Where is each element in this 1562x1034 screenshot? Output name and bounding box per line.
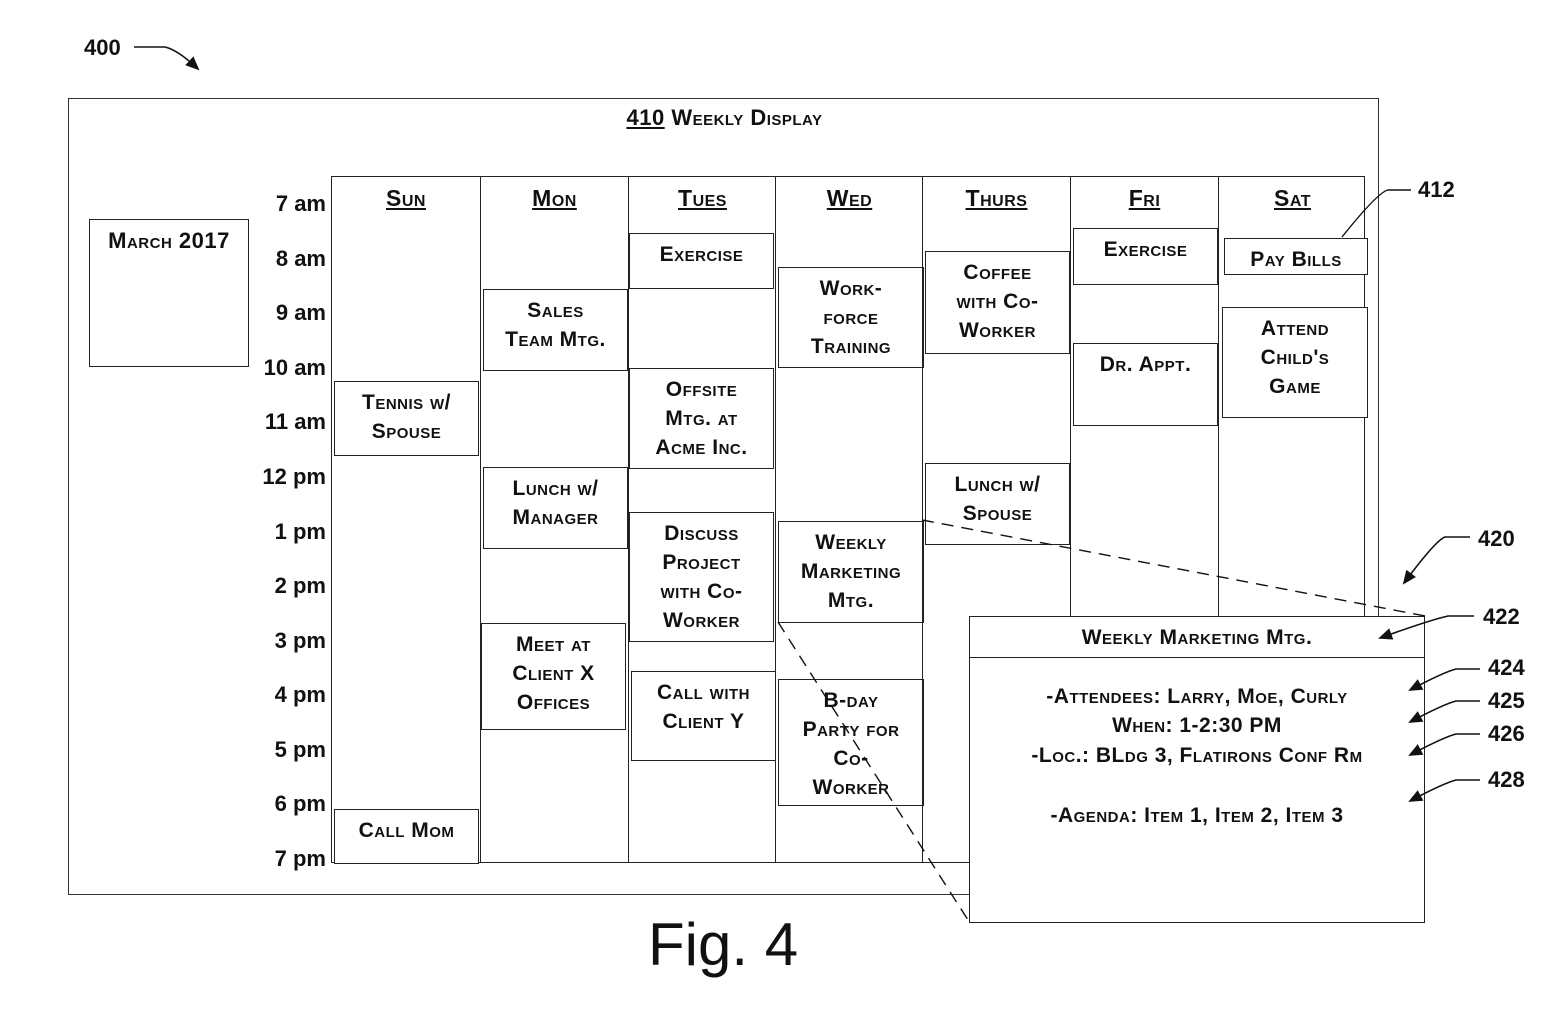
hour-label: 8 am xyxy=(275,246,326,271)
event-label: Call Mom xyxy=(358,819,455,842)
calendar-event[interactable]: Weekly Marketing Mtg. xyxy=(778,521,924,623)
calendar-event[interactable]: Coffee with Co- Worker xyxy=(925,251,1070,354)
ref-425: 425 xyxy=(1488,688,1525,713)
hour-label: 4 pm xyxy=(274,682,326,707)
popup-when: When: 1-2:30 PM xyxy=(1112,714,1282,737)
event-label: Meet at Client X Offices xyxy=(512,633,595,714)
ref-412: 412 xyxy=(1418,177,1455,202)
hour-label: 2 pm xyxy=(274,573,326,598)
event-label: Offsite Mtg. at Acme Inc. xyxy=(655,378,748,459)
ref-400: 400 xyxy=(84,35,121,60)
hour-label: 6 pm xyxy=(274,791,326,816)
figure-caption: Fig. 4 xyxy=(648,911,799,978)
hour-label: 9 am xyxy=(275,300,326,325)
calendar-event[interactable]: Exercise xyxy=(629,233,774,289)
popup-location: -Loc.: BLdg 3, Flatirons Conf Rm xyxy=(1031,744,1363,767)
calendar-event[interactable]: Exercise xyxy=(1073,228,1218,285)
calendar-event[interactable]: Dr. Appt. xyxy=(1073,343,1218,426)
hour-label: 5 pm xyxy=(274,737,326,762)
ref-426: 426 xyxy=(1488,721,1525,746)
hour-label: 7 am xyxy=(275,191,326,216)
popup-agenda: -Agenda: Item 1, Item 2, Item 3 xyxy=(1050,804,1344,827)
weekly-display-frame: 410 Weekly Display xyxy=(68,98,1379,895)
day-header[interactable]: Tues xyxy=(678,185,727,211)
event-label: B-day Party for Co- Worker xyxy=(802,689,900,799)
calendar-event[interactable]: Lunch w/ Manager xyxy=(483,467,628,549)
event-label: Lunch w/ Manager xyxy=(512,477,599,529)
month-box[interactable]: March 2017 xyxy=(89,219,249,367)
event-label: Coffee with Co- Worker xyxy=(956,261,1039,342)
event-detail-popup: Weekly Marketing Mtg. -Attendees: Larry,… xyxy=(969,616,1425,923)
ref-422: 422 xyxy=(1483,604,1520,629)
calendar-event[interactable]: B-day Party for Co- Worker xyxy=(778,679,924,806)
calendar-event[interactable]: Sales Team Mtg. xyxy=(483,289,628,371)
calendar-event[interactable]: Pay Bills xyxy=(1224,238,1368,275)
hour-label: 3 pm xyxy=(274,628,326,653)
popup-attendees: -Attendees: Larry, Moe, Curly xyxy=(1046,685,1348,708)
arrow-400 xyxy=(134,46,200,71)
calendar-event[interactable]: Lunch w/ Spouse xyxy=(925,463,1070,545)
ref-428: 428 xyxy=(1488,767,1525,792)
hour-label: 1 pm xyxy=(274,519,326,544)
hour-label: 12 pm xyxy=(262,464,326,489)
calendar-event[interactable]: Tennis w/ Spouse xyxy=(334,381,479,456)
weekly-display-ref: 410 xyxy=(626,105,665,130)
calendar-event[interactable]: Call with Client Y xyxy=(631,671,776,761)
hour-label: 7 pm xyxy=(274,846,326,871)
calendar-event[interactable]: Call Mom xyxy=(334,809,479,864)
ref-424: 424 xyxy=(1488,655,1525,680)
day-header[interactable]: Fri xyxy=(1128,185,1161,211)
calendar-event[interactable]: Offsite Mtg. at Acme Inc. xyxy=(629,368,774,469)
event-label: Attend Child's Game xyxy=(1260,317,1330,398)
event-label: Weekly Marketing Mtg. xyxy=(800,531,902,612)
hour-label: 11 am xyxy=(264,409,326,434)
month-label: March 2017 xyxy=(108,228,230,253)
day-header[interactable]: Sun xyxy=(386,185,426,211)
day-header[interactable]: Wed xyxy=(826,185,873,211)
calendar-event[interactable]: Meet at Client X Offices xyxy=(481,623,626,730)
hour-label: 10 am xyxy=(263,355,326,380)
calendar-event[interactable]: Work- force Training xyxy=(778,267,924,368)
day-header[interactable]: Sat xyxy=(1274,185,1311,211)
weekly-display-title: 410 Weekly Display xyxy=(69,105,1380,131)
event-label: Work- force Training xyxy=(810,277,892,358)
day-header[interactable]: Thurs xyxy=(965,185,1028,211)
event-label: Sales Team Mtg. xyxy=(505,299,606,351)
popup-title: Weekly Marketing Mtg. xyxy=(970,617,1424,658)
event-label: Discuss Project with Co- Worker xyxy=(660,522,743,632)
arrow-420 xyxy=(1402,536,1470,585)
calendar-event[interactable]: Attend Child's Game xyxy=(1222,307,1368,418)
event-label: Call with Client Y xyxy=(657,681,750,733)
event-label: Tennis w/ Spouse xyxy=(362,391,451,443)
day-header[interactable]: Mon xyxy=(532,185,577,211)
event-label: Lunch w/ Spouse xyxy=(954,473,1041,525)
event-label: Exercise xyxy=(659,243,744,266)
ref-420: 420 xyxy=(1478,526,1515,551)
weekly-display-title-text: Weekly Display xyxy=(671,105,823,130)
event-label: Exercise xyxy=(1103,238,1188,261)
event-label: Dr. Appt. xyxy=(1099,353,1192,376)
calendar-event[interactable]: Discuss Project with Co- Worker xyxy=(629,512,774,642)
event-label: Pay Bills xyxy=(1250,248,1342,271)
